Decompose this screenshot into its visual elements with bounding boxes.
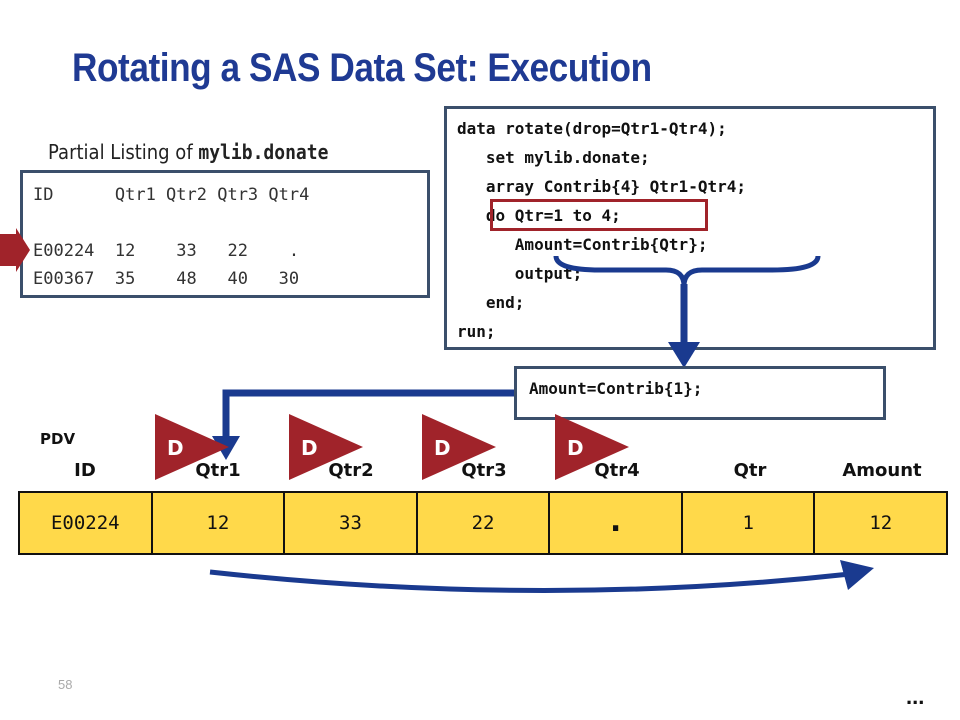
- assign-arrow-shaft: [222, 389, 514, 440]
- drop-flag-triangle-icon: [422, 414, 496, 480]
- pdv-cell-id: E00224: [20, 493, 153, 553]
- resolved-statement-box: Amount=Contrib{1};: [514, 366, 886, 420]
- listing-dataset-name: mylib.donate: [198, 140, 329, 164]
- pdv-header-qtr3: Qtr3: [461, 460, 507, 481]
- listing-caption-prefix: Partial Listing of: [48, 140, 199, 164]
- drop-flag-qtr2: D: [287, 412, 367, 482]
- more-indicator: ...: [906, 684, 925, 709]
- code-line: set mylib.donate;: [457, 148, 650, 167]
- listing-row: E00367 35 48 40 30: [33, 269, 300, 289]
- pdv-cell-qtr1: 12: [153, 493, 286, 553]
- drop-flag-triangle-icon: [289, 414, 363, 480]
- listing-caption: Partial Listing of mylib.donate: [48, 140, 328, 164]
- pdv-cell-qtr2: 33: [285, 493, 418, 553]
- code-line: run;: [457, 322, 496, 341]
- code-line: array Contrib{4} Qtr1-Qtr4;: [457, 177, 746, 196]
- pdv-header-amount: Amount: [842, 460, 922, 481]
- pdv-header-qtr: Qtr: [733, 460, 767, 481]
- drop-flag-label: D: [301, 436, 318, 460]
- current-statement-highlight: [490, 199, 708, 231]
- drop-flag-label: D: [167, 436, 184, 460]
- current-row-pointer-icon: [0, 228, 30, 272]
- down-arrow-head-icon: [668, 342, 700, 368]
- listing-header-line: ID Qtr1 Qtr2 Qtr3 Qtr4: [33, 185, 310, 205]
- pdv-label: PDV: [40, 430, 76, 448]
- page-number: 58: [58, 677, 73, 692]
- code-line: output;: [457, 264, 583, 283]
- curved-arrow-shaft: [209, 569, 851, 593]
- code-line: data rotate(drop=Qtr1-Qtr4);: [457, 119, 727, 138]
- drop-flag-qtr3: D: [420, 412, 500, 482]
- code-line: Amount=Contrib{Qtr};: [457, 235, 708, 254]
- pdv-header-qtr2: Qtr2: [328, 460, 374, 481]
- pdv-header-id: ID: [74, 460, 96, 481]
- pdv-cell-qtr3: 22: [418, 493, 551, 553]
- drop-flag-label: D: [567, 436, 584, 460]
- pdv-cell-amount: 12: [869, 512, 893, 534]
- code-line: end;: [457, 293, 525, 312]
- drop-flag-qtr1: D: [153, 412, 233, 482]
- resolved-statement: Amount=Contrib{1};: [529, 379, 703, 398]
- pdv-row: E00224 12 33 22 . 1 12: [18, 491, 948, 555]
- pdv-cell-qtr: 1: [683, 493, 816, 553]
- pdv-cell-qtr4: .: [550, 493, 683, 553]
- listing-row: E00224 12 33 22 .: [33, 241, 300, 261]
- slide-title: Rotating a SAS Data Set: Execution: [72, 46, 652, 90]
- pdv-header-qtr1: Qtr1: [195, 460, 241, 481]
- drop-flag-triangle-icon: [155, 414, 229, 480]
- drop-flag-qtr4: D: [553, 412, 633, 482]
- pdv-header-qtr4: Qtr4: [594, 460, 640, 481]
- partial-listing-box: ID Qtr1 Qtr2 Qtr3 Qtr4 E00224 12 33 22 .…: [20, 170, 430, 298]
- drop-flag-triangle-icon: [555, 414, 629, 480]
- drop-flag-label: D: [434, 436, 451, 460]
- curved-arrow-head-icon: [840, 560, 874, 590]
